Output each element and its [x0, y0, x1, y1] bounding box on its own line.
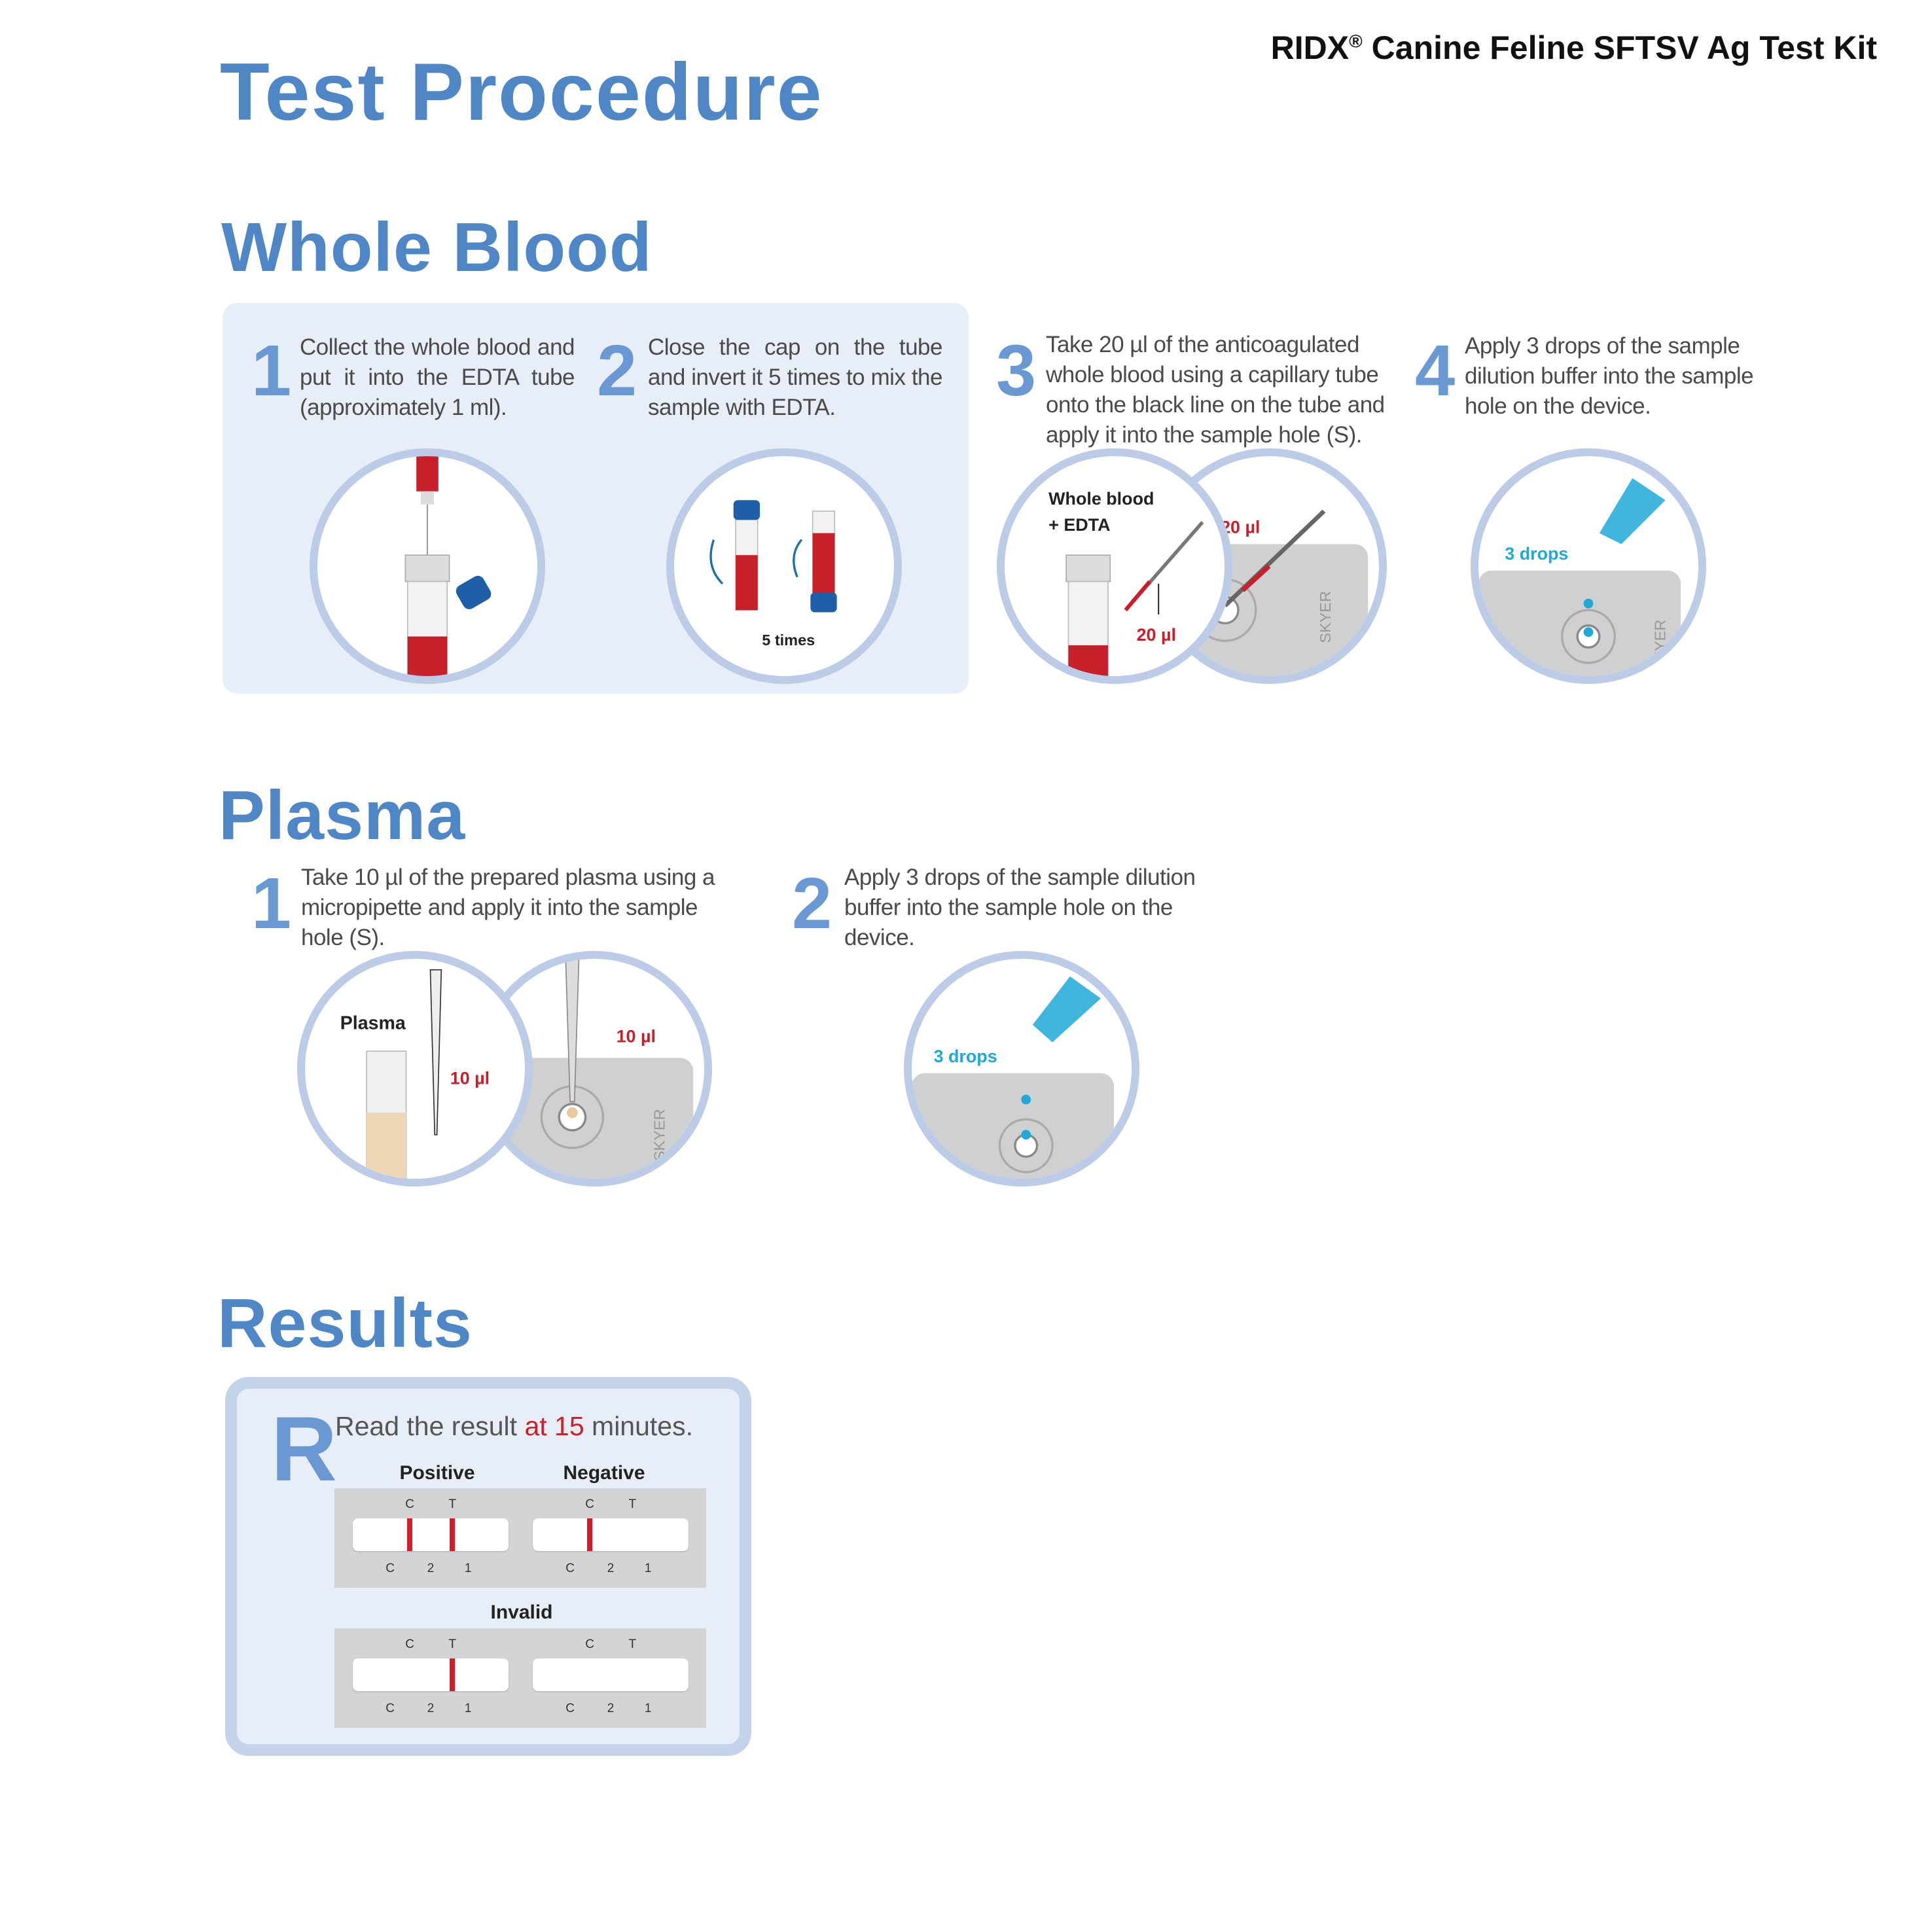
device-brand: SKYER	[651, 1109, 668, 1161]
capillary-tube-icon: Whole blood + EDTA 20 µl	[1048, 489, 1204, 676]
step-text: Apply 3 drops of the sample dilution buf…	[1465, 333, 1754, 419]
invalid-label: Invalid	[490, 1601, 553, 1623]
read-letter: R	[271, 1397, 338, 1500]
step-text: Take 20 µl of the anticoagulated whole b…	[1046, 332, 1385, 448]
registered-mark: ®	[1349, 31, 1363, 52]
strip-bottom-mark: 1	[464, 1562, 472, 1575]
read-text-end: minutes.	[584, 1411, 693, 1441]
strip-window-mark: C	[585, 1637, 594, 1651]
test-line	[450, 1518, 456, 1551]
device-brand: SKYER	[1652, 620, 1669, 672]
whole-blood-tube-illustration: Whole blood + EDTA 20 µl	[997, 448, 1232, 684]
edta-label: + EDTA	[1048, 515, 1110, 535]
strip-bottom-mark: 2	[427, 1702, 435, 1715]
test-strip	[353, 1658, 509, 1691]
step-text: Apply 3 drops of the sample dilution buf…	[844, 865, 1196, 950]
invert-tube-illustration: 5 times	[666, 448, 902, 684]
control-line	[587, 1518, 593, 1551]
drops-label: 3 drops	[1505, 544, 1568, 564]
control-line	[407, 1518, 413, 1551]
strip-bottom-mark: C	[385, 1562, 395, 1575]
whole-blood-label: Whole blood	[1048, 489, 1154, 509]
step-number: 2	[792, 863, 832, 944]
strip-window-mark: T	[628, 1637, 637, 1651]
volume-label: 10 µl	[450, 1069, 490, 1088]
strip-bottom-mark: 2	[607, 1562, 615, 1575]
device-brand: SKYER	[1317, 591, 1334, 643]
strip-window-mark: C	[405, 1497, 414, 1511]
plasma-tube-illustration: Plasma 10 µl	[297, 951, 533, 1187]
strip-window-mark: T	[628, 1497, 637, 1511]
buffer-drops-illustration: 3 drops SKYER	[1471, 448, 1706, 684]
kit-brand: RIDX	[1270, 29, 1350, 66]
dropper-device-icon: 3 drops SKYER	[1478, 478, 1681, 676]
test-strip	[533, 1658, 689, 1691]
step-text: Close the cap on the tube and invert it …	[648, 334, 943, 420]
drops-label: 3 drops	[934, 1046, 997, 1066]
strip-bottom-mark: C	[385, 1702, 395, 1715]
collect-blood-illustration	[310, 448, 545, 684]
syringe-tube-icon	[404, 456, 492, 676]
strip-window-mark: T	[448, 1497, 457, 1511]
kit-title: Canine Feline SFTSV Ag Test Kit	[1362, 29, 1877, 66]
strip-window-mark: T	[448, 1637, 457, 1651]
step-number: 1	[251, 863, 292, 944]
step-text: Collect the whole blood and put it into …	[300, 334, 575, 420]
invert-tubes-icon: 5 times	[709, 500, 837, 649]
test-strip	[353, 1518, 509, 1551]
strip-window-mark: C	[405, 1637, 414, 1651]
results-box: R Read the result at 15 minutes. Positiv…	[225, 1377, 751, 1756]
read-time: at 15	[524, 1411, 584, 1441]
plasma-tube-icon: Plasma 10 µl	[340, 969, 490, 1179]
volume-label: 20 µl	[1137, 625, 1176, 645]
micropipette-device-icon: 10 µl SKYER	[484, 959, 694, 1179]
strip-window-mark: C	[585, 1497, 594, 1511]
positive-label: Positive	[399, 1462, 475, 1484]
plasma-heading: Plasma	[219, 777, 466, 854]
strip-bottom-mark: C	[565, 1562, 575, 1575]
strip-bottom-mark: 1	[644, 1702, 652, 1715]
strip-bottom-mark: 1	[464, 1702, 472, 1715]
dropper-device-icon: 3 drops	[912, 976, 1115, 1179]
plasma-buffer-illustration: 3 drops	[904, 951, 1139, 1187]
result-examples-valid: C T C 2 1 C T C 2 1	[334, 1488, 706, 1588]
step-number: 2	[597, 331, 637, 411]
step-number: 3	[996, 331, 1037, 411]
plasma-label: Plasma	[340, 1013, 406, 1034]
step-number: 4	[1415, 331, 1456, 411]
results-heading: Results	[217, 1285, 473, 1362]
strip-bottom-mark: 2	[427, 1562, 435, 1575]
page-title: Test Procedure	[220, 47, 823, 137]
strip-bottom-mark: 1	[644, 1562, 652, 1575]
test-strip	[533, 1518, 689, 1551]
strip-bottom-mark: 2	[607, 1702, 615, 1715]
strip-bottom-mark: C	[565, 1702, 575, 1715]
read-text: Read the result	[335, 1411, 525, 1441]
result-examples-invalid: C T C 2 1 C T C 2 1	[334, 1628, 706, 1728]
negative-label: Negative	[563, 1462, 645, 1484]
kit-name: RIDX® Canine Feline SFTSV Ag Test Kit	[1271, 29, 1877, 67]
test-line	[450, 1658, 456, 1691]
step-text: Take 10 µl of the prepared plasma using …	[301, 865, 715, 950]
step-number: 1	[251, 331, 292, 411]
volume-label: 10 µl	[617, 1027, 656, 1046]
whole-blood-heading: Whole Blood	[221, 209, 653, 286]
read-instruction: Read the result at 15 minutes.	[335, 1411, 693, 1442]
times-label: 5 times	[762, 632, 815, 649]
